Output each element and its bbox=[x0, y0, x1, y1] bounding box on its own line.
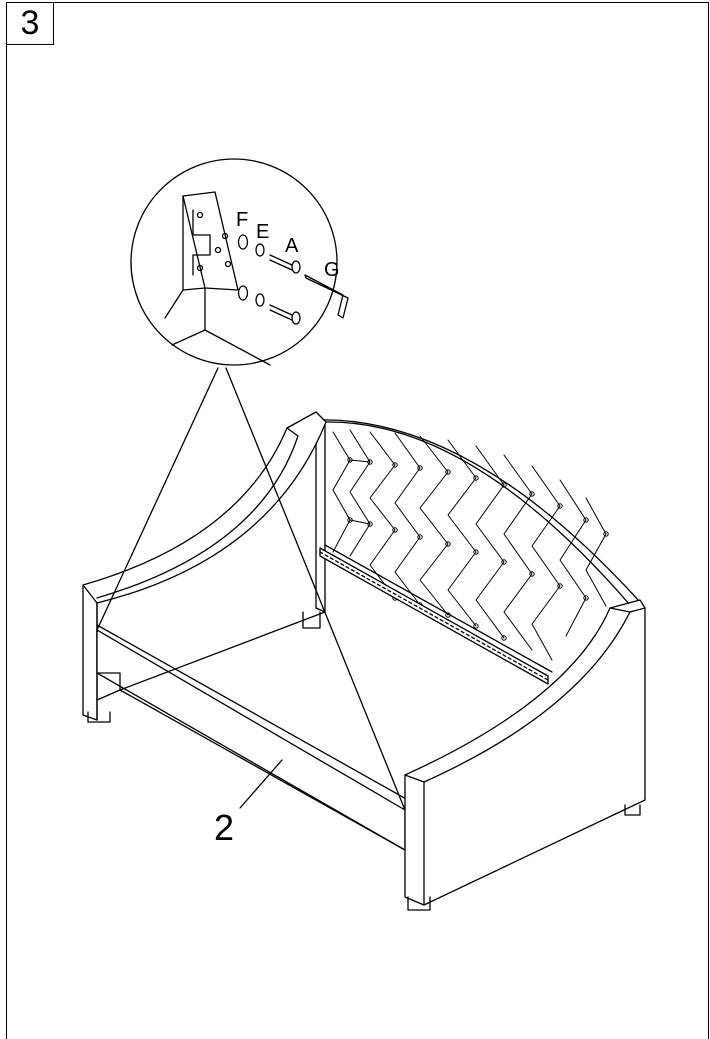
label-f: F bbox=[236, 209, 248, 231]
back-panel bbox=[315, 419, 641, 611]
page-border bbox=[6, 2, 709, 1039]
label-part-2: 2 bbox=[214, 807, 234, 848]
detail-callout bbox=[96, 158, 406, 811]
leader-line-right bbox=[225, 367, 406, 811]
front-rail-part-2 bbox=[96, 624, 409, 851]
daybed-illustration bbox=[82, 411, 646, 911]
label-e: E bbox=[256, 221, 269, 243]
right-arm bbox=[404, 599, 646, 906]
label-g: G bbox=[324, 259, 340, 281]
tufted-pattern bbox=[332, 429, 609, 661]
step-number: 3 bbox=[6, 2, 54, 45]
back-rail bbox=[319, 544, 553, 685]
leader-line-left bbox=[96, 367, 219, 631]
left-arm bbox=[82, 411, 327, 721]
label-a: A bbox=[285, 235, 299, 257]
part-2-leader bbox=[239, 759, 283, 809]
allen-key bbox=[304, 274, 349, 319]
detail-circle bbox=[130, 158, 338, 366]
